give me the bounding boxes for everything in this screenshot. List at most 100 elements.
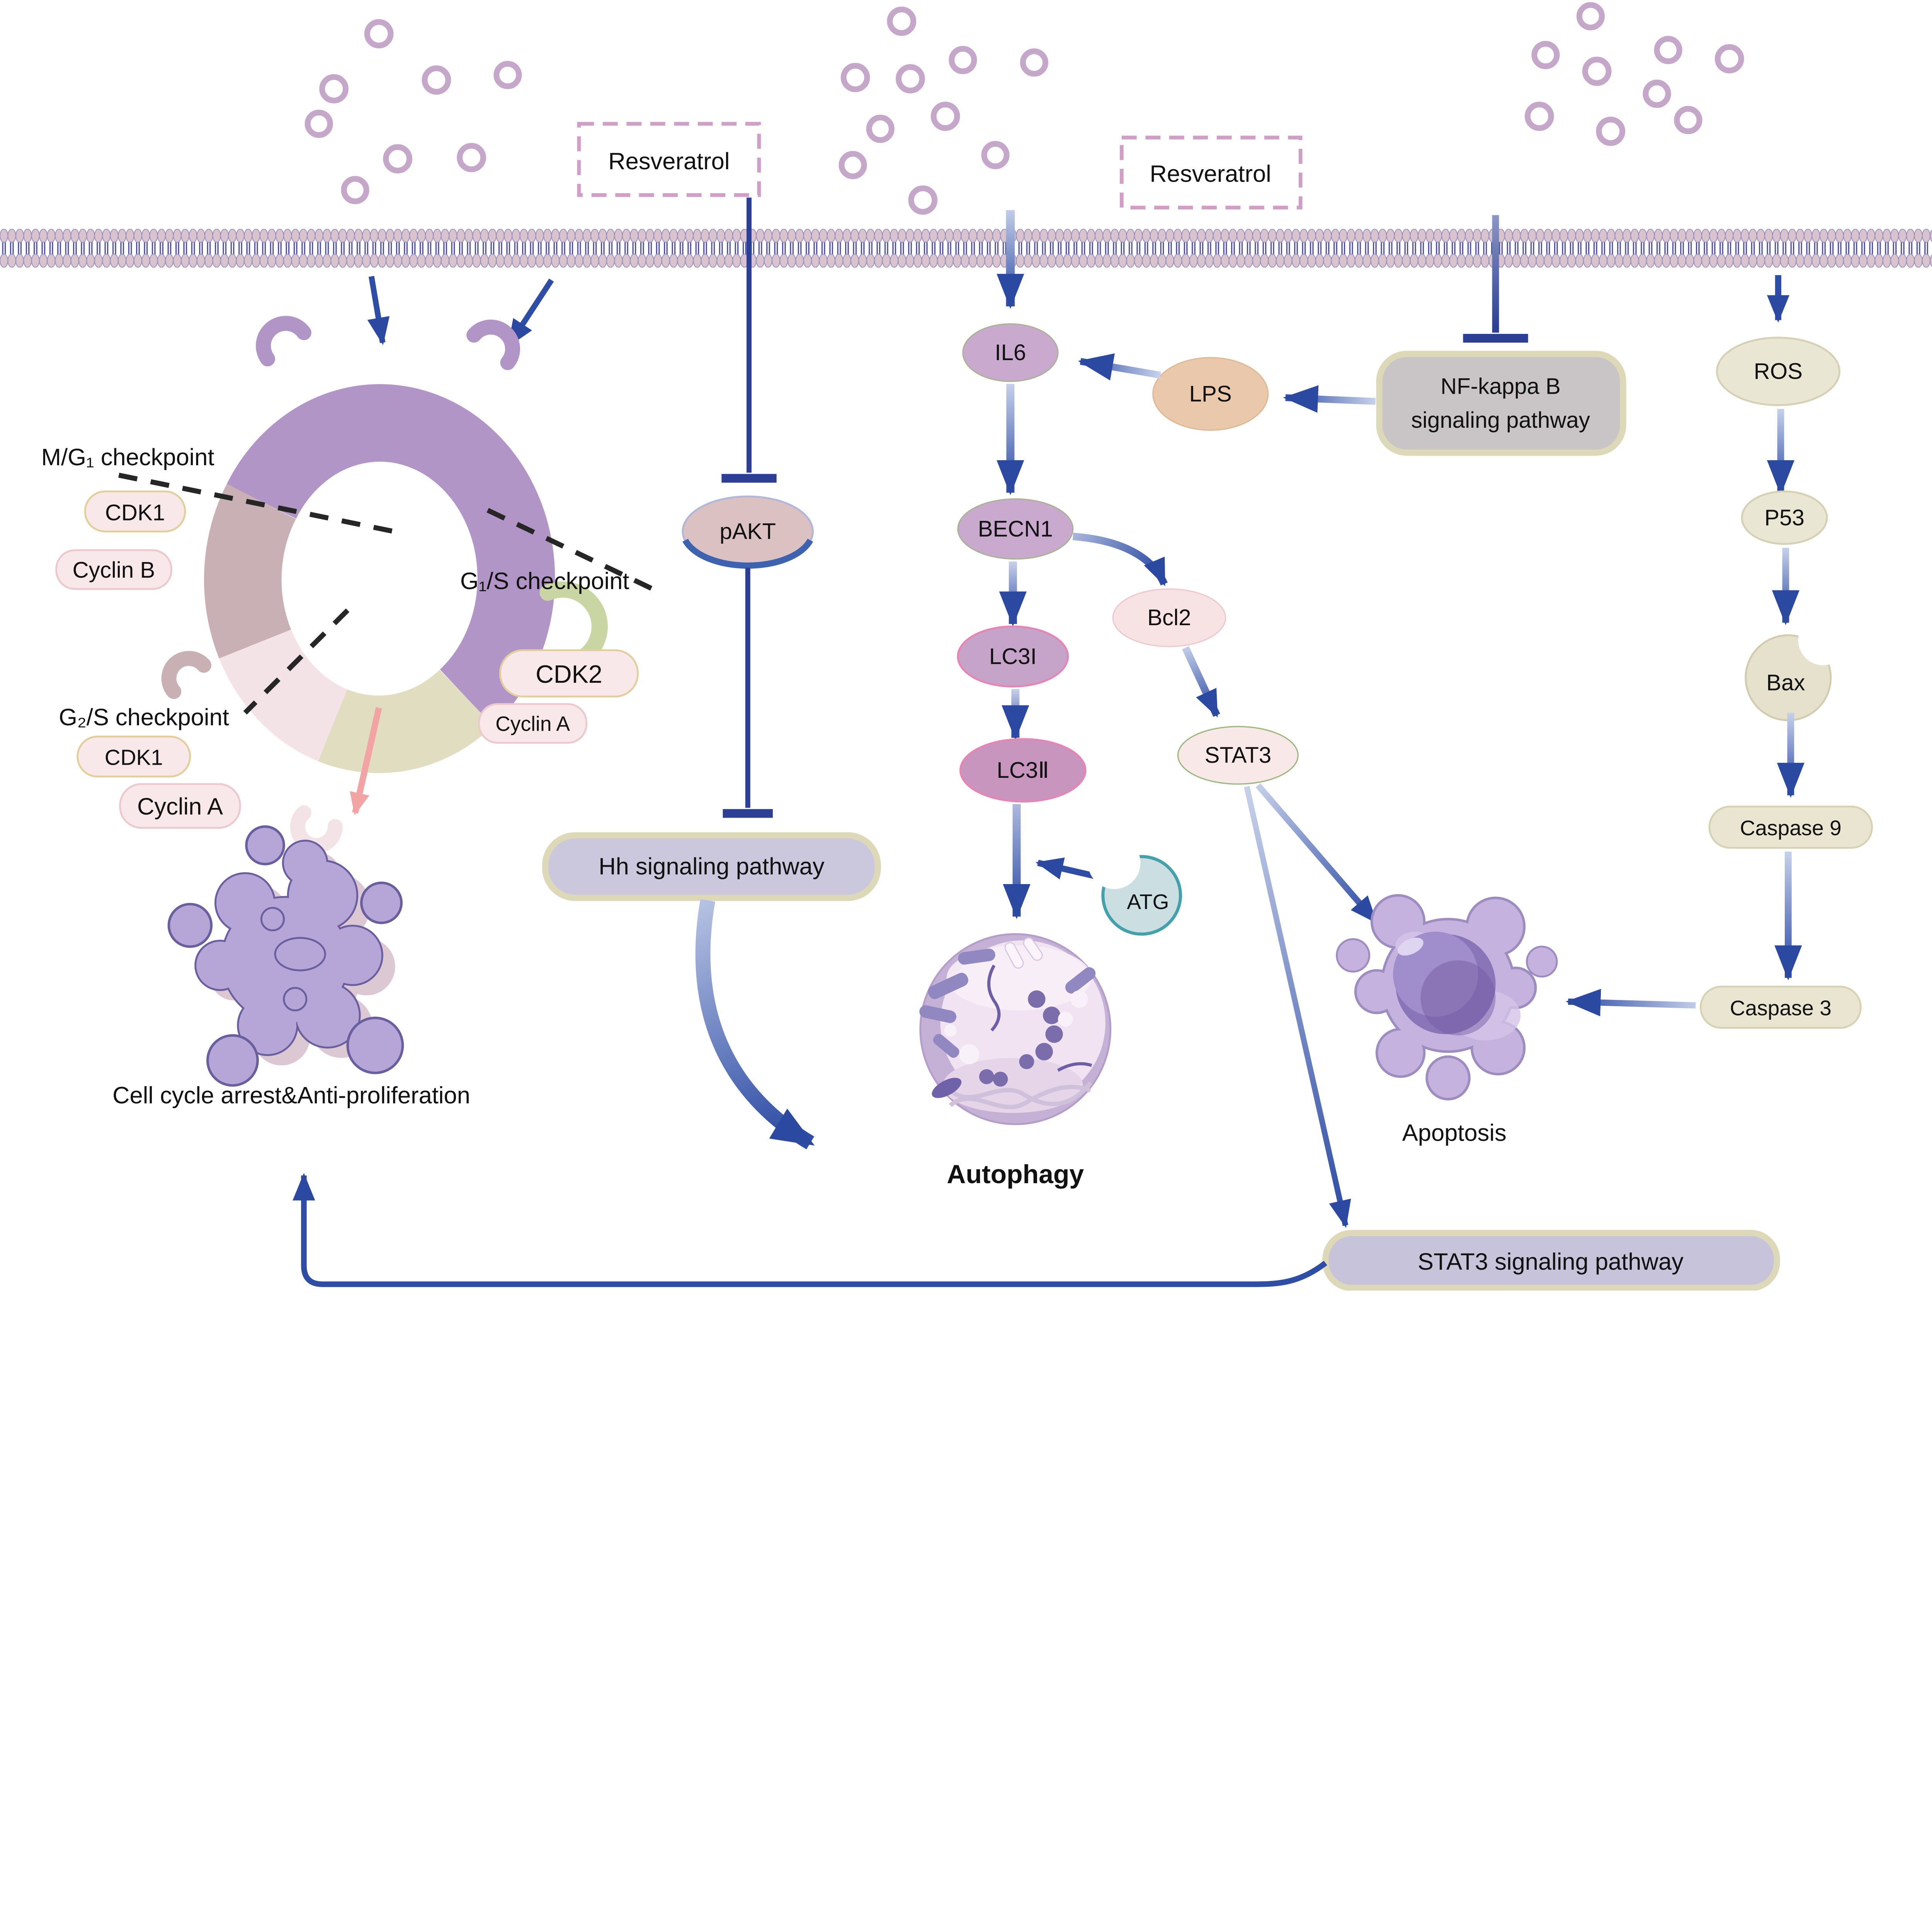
resveratrol-molecule-icon: [1714, 44, 1744, 73]
box-label: Hh signaling pathway: [599, 853, 825, 880]
inhibition-tbar: [723, 809, 773, 818]
body-lobe: [284, 841, 327, 884]
bax-label: Bax: [1766, 670, 1805, 695]
bcl2-label: Bcl2: [1147, 605, 1191, 630]
resveratrol-molecule-icon: [383, 144, 412, 173]
resveratrol-molecule-icon: [341, 176, 369, 204]
caspase9-pill: [1708, 805, 1873, 849]
ring-segment-mauve: [204, 483, 296, 658]
resveratrol-molecule-icon: [364, 19, 394, 49]
resveratrol-molecule-icon: [1576, 2, 1605, 31]
checkpoint-label-g2s: G₂/S checkpoint: [59, 704, 229, 731]
resveratrol-molecule-icon: [930, 102, 960, 131]
pill-label: CDK2: [536, 660, 602, 688]
pill-cyclin-a-right: Cyclin A: [478, 703, 588, 744]
pill-frame: [478, 703, 588, 744]
il6-ellipse: [962, 323, 1059, 382]
arrest-cell-body: [196, 841, 382, 1054]
pill-frame: [499, 649, 639, 698]
cargo-dot: [1045, 1025, 1063, 1043]
resveratrol-molecule-icon: [1020, 48, 1048, 77]
cargo-oval: [932, 1078, 962, 1098]
organelle: [283, 987, 308, 1012]
cargo-helix-strand: [949, 1082, 1092, 1106]
node-caspase9: Caspase 9: [1708, 805, 1873, 849]
cell-membrane: [0, 229, 1932, 268]
cargo-rod: [958, 949, 995, 965]
resveratrol-box-right: Resveratrol: [1120, 136, 1303, 210]
nucleus-shade: [1420, 960, 1496, 1036]
lc3i-label: LC3I: [989, 644, 1037, 669]
pakt-label: pAKT: [719, 519, 776, 544]
p53-ellipse: [1741, 490, 1828, 545]
body-lobe: [216, 874, 274, 932]
ring-receptor-hook-top-left: [256, 316, 311, 367]
box-label: STAT3 signaling pathway: [1418, 1248, 1684, 1275]
pill-cdk1-bottom: CDK1: [77, 735, 191, 778]
inhibition-tbar: [1463, 334, 1528, 343]
pill-cyclin-a-bottom: Cyclin A: [119, 783, 241, 829]
arrest-cell: [167, 825, 404, 1087]
organelle: [274, 937, 326, 971]
becn1-label: BECN1: [978, 516, 1053, 541]
ring-segment-pale-pink: [219, 629, 348, 761]
pill-label: CDK1: [105, 746, 163, 770]
resveratrol-molecule-icon: [319, 74, 349, 104]
stat3-label: STAT3: [1205, 743, 1272, 768]
node-caspase3: Caspase 3: [1699, 985, 1862, 1029]
detached-bleb: [346, 1017, 404, 1074]
box-frame: [1376, 350, 1626, 456]
box-frame: [542, 832, 881, 901]
lps-label: LPS: [1189, 381, 1232, 406]
resveratrol-molecule-icon: [838, 151, 867, 179]
arrow-nfkb-lps: [1283, 385, 1376, 413]
checkpoint-label-mg1: M/G₁ checkpoint: [41, 444, 214, 471]
dashed-line-mg1: [118, 473, 395, 534]
lps-ellipse: [1152, 357, 1269, 431]
body-lobe: [296, 984, 359, 1047]
resveratrol-cluster-left: [304, 19, 522, 204]
bax-crescent-bite: [1798, 615, 1849, 665]
vesicle: [1070, 990, 1088, 1008]
box-nfkb-pathway: NF-kappa B signaling pathway: [1376, 350, 1626, 456]
resveratrol-molecule-icon: [896, 64, 925, 94]
pathway-diagram: Resveratrol Resveratrol M/G₁ checkpoint …: [0, 2, 1932, 1291]
node-becn1: BECN1: [957, 498, 1074, 560]
detached-bleb: [206, 1034, 259, 1087]
node-pakt: pAKT: [682, 495, 814, 569]
cell-lobe: [1428, 1058, 1468, 1098]
ring-segment-purple: [226, 384, 555, 726]
resveratrol-molecule-icon: [1524, 102, 1554, 131]
ros-label: ROS: [1754, 359, 1803, 384]
detached-bleb: [360, 881, 403, 924]
cargo-squiggle: [987, 964, 1001, 1032]
pill-cyclin-b: Cyclin B: [55, 549, 172, 590]
cargo-dot: [979, 1069, 994, 1084]
inhibition-tbar: [721, 474, 777, 483]
inhibition-resveratrol-nfkb: [1463, 215, 1528, 343]
pill-label: Cyclin A: [495, 713, 570, 735]
node-atg: ATG: [1035, 837, 1182, 936]
resveratrol-molecule-icon: [304, 109, 333, 138]
apoptotic-body: [1526, 946, 1558, 978]
arrow-stat3-apoptosis: [1255, 783, 1378, 924]
body-lobe: [196, 941, 244, 989]
resveratrol-molecule-icon: [1582, 56, 1612, 86]
inhibition-resveratrol-pakt: [721, 197, 777, 483]
resveratrol-molecule-icon: [949, 46, 977, 74]
resveratrol-box-right-label: Resveratrol: [1150, 160, 1271, 187]
arrow-stat3-pathway-box: [1244, 786, 1351, 1228]
checkpoint-dashed-lines: [118, 473, 656, 715]
node-ros: ROS: [1716, 337, 1840, 406]
figure-canvas: Resveratrol Resveratrol M/G₁ checkpoint …: [0, 2, 1932, 1291]
pill-frame: [55, 549, 172, 590]
cargo-rod: [933, 1034, 959, 1058]
vesicle: [959, 1044, 979, 1065]
atg-crescent-bite: [1088, 837, 1141, 889]
arrow-feedback-stat3-to-arrest: [293, 1173, 1327, 1287]
arrow-caspase3-apoptosis: [1565, 989, 1696, 1017]
il6-label: IL6: [995, 340, 1026, 365]
resveratrol-molecule-icon: [493, 61, 522, 89]
resveratrol-box-left: Resveratrol: [577, 122, 761, 197]
lc3ii-ellipse: [959, 738, 1087, 803]
